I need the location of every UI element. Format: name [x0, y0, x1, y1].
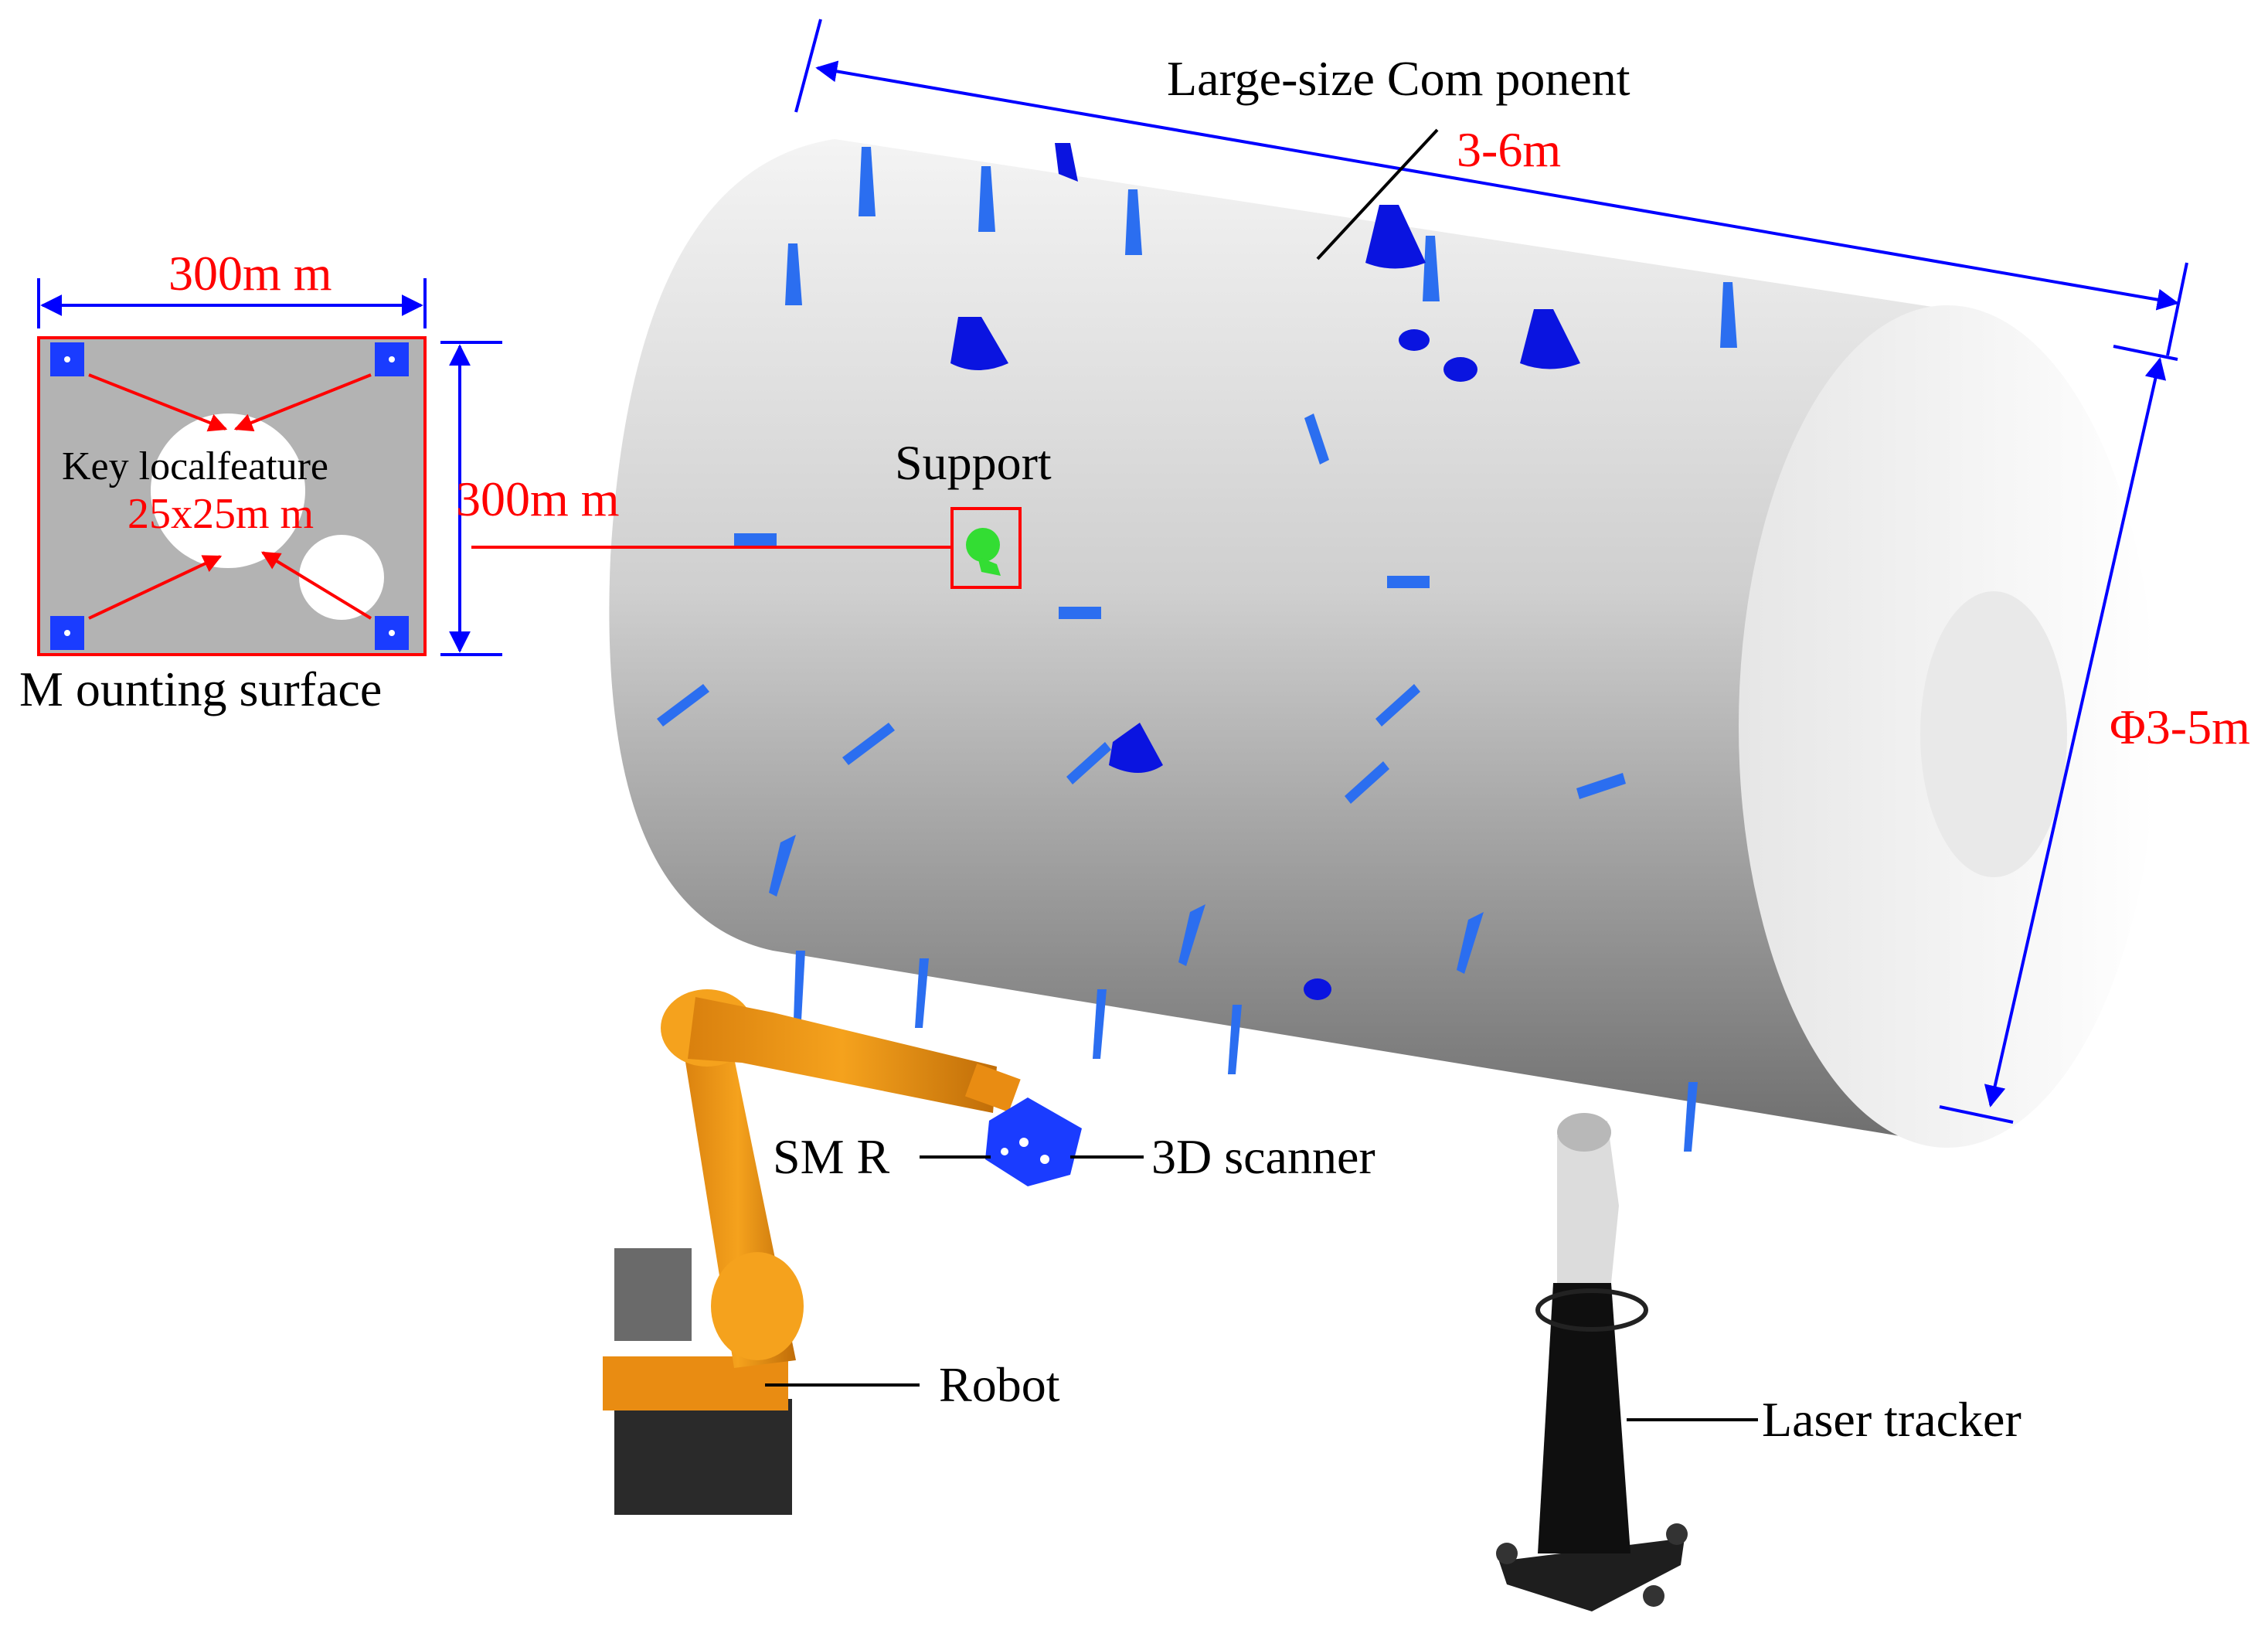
key-feature-size: 25x25m m: [128, 490, 314, 538]
component-length-label: 3-6m: [1457, 122, 1561, 177]
scanner-body: [985, 1097, 1082, 1186]
support-cone: [769, 835, 796, 897]
support-green-feature: [966, 528, 1000, 562]
support-cone: [1093, 989, 1107, 1059]
feature-arrow: [88, 373, 228, 432]
corner-dot: [389, 630, 395, 636]
robot-base-ring: [603, 1356, 788, 1410]
feature-arrows: [88, 373, 372, 620]
tracker-wheel: [1496, 1543, 1518, 1564]
support-cone: [1228, 1005, 1242, 1074]
robot-base-pedestal: [614, 1399, 792, 1515]
inset-dimensions: [37, 278, 502, 656]
mounting-surface-inset: [37, 278, 502, 656]
cylinder-body: [609, 139, 1947, 1144]
inset-height-label: 300m m: [456, 471, 620, 526]
support-cone: [1345, 761, 1389, 804]
corner-dot: [389, 356, 395, 362]
support-cone: [657, 684, 709, 727]
robot-label: Robot: [939, 1357, 1060, 1412]
tracker-wheel: [1643, 1585, 1664, 1607]
laser-tracker-label: Laser tracker: [1762, 1392, 2021, 1447]
support-cone: [1178, 904, 1205, 966]
corner-dot: [64, 630, 70, 636]
support-cone: [734, 533, 777, 546]
support-cluster: [1304, 978, 1331, 1000]
length-dimension: [794, 19, 2188, 356]
support-cone: [1066, 742, 1111, 784]
robot: [603, 989, 1082, 1515]
support-cone: [1375, 684, 1420, 727]
tracker-top: [1557, 1113, 1611, 1152]
feature-arrow: [260, 551, 372, 620]
length-ext-left: [794, 19, 822, 113]
support-cone-large: [1109, 723, 1163, 773]
robot-motor-box: [614, 1248, 692, 1341]
tracker-legs: [1499, 1538, 1685, 1611]
component-diameter-label: Φ3-5m: [2110, 699, 2250, 754]
smr-target: [1040, 1155, 1049, 1164]
support-cone: [842, 723, 895, 765]
tracker-column: [1538, 1283, 1630, 1553]
support-cone: [794, 951, 805, 1020]
support-cone-large: [950, 317, 1008, 370]
support-cone-large: [1520, 309, 1580, 369]
robot-wrist: [964, 1063, 1021, 1112]
support-green-tab: [978, 556, 1001, 576]
component-title: Large-size Com ponent: [1167, 51, 1630, 106]
scanner-label: 3D scanner: [1151, 1129, 1375, 1184]
robot-upper-arm: [688, 997, 997, 1113]
support-cluster: [1399, 329, 1430, 351]
support-cluster: [1443, 357, 1477, 382]
large-component-cylinder: [609, 139, 2156, 1148]
diameter-ext-bottom: [1939, 1105, 2014, 1124]
smr-target: [1001, 1148, 1008, 1155]
inset-width-label: 300m m: [168, 246, 332, 301]
diameter-arrow: [1984, 357, 2167, 1108]
smr-label: SM R: [773, 1129, 890, 1184]
support-cone: [1387, 576, 1430, 588]
diameter-ext-top: [2113, 345, 2178, 361]
smr-target: [1019, 1138, 1029, 1147]
tracker-wheel: [1666, 1523, 1688, 1545]
feature-arrow: [88, 555, 223, 620]
tracker-cable-loop: [1535, 1288, 1648, 1332]
secondary-hole: [299, 535, 384, 620]
tracker-head: [1557, 1121, 1619, 1283]
support-cone: [1684, 1082, 1698, 1152]
robot-shoulder: [711, 1252, 804, 1360]
cylinder-end-boss: [1920, 591, 2067, 877]
length-arrow: [815, 60, 2179, 311]
corner-dot: [64, 356, 70, 362]
key-feature-hole: [151, 413, 305, 568]
support-cone: [915, 958, 929, 1028]
length-leader: [1316, 128, 1439, 260]
support-label: Support: [895, 435, 1052, 490]
support-cone: [1576, 773, 1626, 799]
mounting-surface-caption: M ounting surface: [19, 662, 382, 716]
key-feature-label: Key localfeature: [62, 444, 328, 488]
length-ext-right: [2166, 262, 2188, 356]
support-cone: [785, 243, 802, 305]
feature-arrow: [233, 373, 372, 432]
support-cone: [1457, 912, 1484, 974]
support-cone: [1059, 607, 1101, 619]
support-cone: [1304, 413, 1329, 464]
diameter-dimension: [1939, 345, 2178, 1124]
laser-tracker: [1496, 1113, 1688, 1611]
